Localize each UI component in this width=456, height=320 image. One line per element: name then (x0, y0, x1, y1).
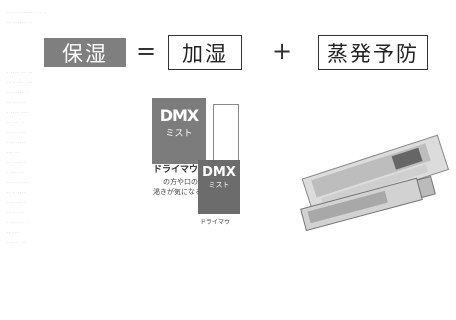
product-small-name: ドライマウ (200, 219, 231, 226)
dmx-mist-package: DMX ミスト (152, 98, 206, 164)
faint-background-text-left: ··· ·· ······ ·· ··· ······· ·· ···· ·· … (6, 9, 47, 247)
ointment-tube-photo (300, 134, 450, 232)
dmx-small-sub: ミスト (208, 181, 230, 189)
plus-sign: + (272, 37, 293, 65)
dmx-sub: ミスト (165, 129, 193, 139)
term-box-evaporation: 蒸発予防 (318, 35, 428, 70)
term-highlight: 保湿 (44, 38, 126, 67)
equals-sign: = (136, 37, 157, 65)
product-name: ドライマウス (153, 165, 208, 175)
product-line-1: の方や口の (163, 178, 198, 186)
product-line-2: 渇きが気になる時に (153, 188, 216, 196)
term-box-humidify: 加湿 (168, 35, 242, 70)
spray-bottle-outline (213, 104, 239, 169)
dmx-small-package: DMX ミスト (198, 160, 240, 214)
dmx-logo: DMX (159, 106, 200, 125)
equation-row: 保湿 = 加湿 + 蒸発予防 (0, 33, 456, 73)
dmx-small-logo: DMX (202, 165, 236, 180)
